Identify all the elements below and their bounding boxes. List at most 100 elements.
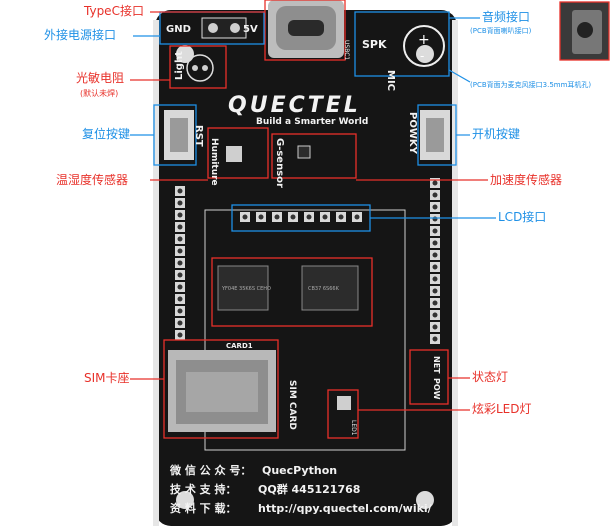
chip2-marking: CB37 6S66K (308, 286, 340, 292)
sim-card-slot (168, 350, 276, 432)
box-audio (354, 11, 450, 77)
chip-u2 (301, 265, 359, 311)
header-pin-hole (432, 324, 438, 330)
reset-button-part (164, 110, 194, 160)
label-reset: 复位按键 (82, 127, 131, 141)
header-pin-hole (177, 272, 183, 278)
brand-slogan: Build a Smarter World (256, 117, 368, 127)
box-status (409, 349, 449, 405)
right-pin-header (430, 178, 440, 344)
chip1-marking: YF04E 35K6S CEHO (221, 286, 271, 292)
footer-value-1: QuecPython (262, 464, 337, 477)
svg-text:+: + (418, 32, 430, 48)
power-button-part (420, 110, 450, 160)
brand-logo: QUECTEL (228, 93, 361, 118)
label-sim: SIM卡座 (84, 371, 130, 385)
label-audio: 音频接口 (482, 10, 531, 24)
label-power: 开机按键 (472, 127, 521, 141)
header-pin-hole (432, 204, 438, 210)
label-audio-note2: (PCB背面为麦克风接口3.5mm耳机孔) (470, 81, 592, 89)
header-pin-hole (258, 214, 264, 220)
label-photoresistor-note: (默认未焊) (80, 89, 119, 98)
header-pin-hole (432, 192, 438, 198)
footer-value-3: http://qpy.quectel.com/wiki/ (258, 502, 433, 515)
header-pin-hole (354, 214, 360, 220)
header-pin-hole (177, 332, 183, 338)
box-accel (271, 133, 357, 179)
header-pin-hole (177, 212, 183, 218)
silk-gnd: GND (166, 24, 191, 35)
silk-net: NET (432, 356, 441, 374)
box-chips (211, 257, 373, 327)
lcd-header-pins (240, 212, 362, 222)
header-pin-hole (432, 264, 438, 270)
header-pin-hole (432, 180, 438, 186)
header-pin-hole (290, 214, 296, 220)
silk-spk: SPK (362, 38, 387, 51)
label-audio-note: (PCB背面喇叭接口) (470, 27, 532, 35)
header-pin-hole (177, 224, 183, 230)
silk-gsensor: G-sensor (274, 138, 285, 188)
header-pin-hole (432, 312, 438, 318)
header-pin-hole (177, 308, 183, 314)
silk-humiture: Humiture (209, 138, 219, 186)
silk-mic: MIC (385, 70, 396, 91)
box-audio-jack (559, 1, 610, 61)
label-status: 状态灯 (472, 370, 509, 384)
label-accel: 加速度传感器 (490, 173, 563, 187)
header-pin-hole (177, 284, 183, 290)
box-sim (163, 339, 279, 439)
header-pin-hole (242, 214, 248, 220)
label-ext-power: 外接电源接口 (44, 28, 117, 42)
left-pin-header (175, 186, 185, 340)
usb-c-connector (268, 0, 344, 58)
audio-jack-photo (560, 2, 609, 60)
chip-u1 (217, 265, 269, 311)
header-pin-hole (322, 214, 328, 220)
header-pin-hole (432, 216, 438, 222)
accel-chip (297, 145, 311, 159)
header-pin-hole (306, 214, 312, 220)
leader-audio-note (448, 69, 471, 83)
rgb-led-part (337, 396, 351, 410)
label-typec: TypeC接口 (84, 4, 144, 18)
svg-text:-: - (420, 49, 424, 63)
header-pin-hole (432, 300, 438, 306)
silk-rst: RST (193, 125, 204, 147)
silk-pow: POW (432, 378, 441, 400)
footer-label-1: 微 信 公 众 号： (169, 463, 251, 477)
header-pin-hole (432, 276, 438, 282)
silk-usbc1: USBC1 (343, 40, 350, 60)
silk-led1: LED1 (350, 420, 357, 436)
mic-circle: + - (403, 25, 445, 67)
header-pin-hole (177, 236, 183, 242)
label-temp-humid: 温湿度传感器 (56, 173, 129, 187)
box-temp-humid (207, 127, 269, 179)
photoresistor-pads (186, 54, 214, 82)
label-photoresistor: 光敏电阻 (76, 71, 125, 85)
silk-powky: POWKY (407, 112, 418, 155)
silk-light: Light (174, 51, 185, 80)
box-rgb-led (327, 389, 359, 439)
header-pin-hole (177, 200, 183, 206)
ext-power-header (201, 17, 247, 39)
silk-card1: CARD1 (226, 342, 253, 350)
header-pin-hole (432, 240, 438, 246)
header-pin-hole (432, 228, 438, 234)
header-pin-hole (432, 252, 438, 258)
header-pin-hole (177, 260, 183, 266)
silk-5v: 5V (243, 24, 258, 35)
header-pin-hole (177, 248, 183, 254)
header-pin-hole (274, 214, 280, 220)
header-pin-hole (432, 288, 438, 294)
header-pin-hole (432, 336, 438, 342)
header-pin-hole (177, 296, 183, 302)
footer-label-2: 技 术 支 持： (170, 482, 237, 496)
label-lcd: LCD接口 (498, 210, 547, 224)
silk-sim-card: SIM CARD (287, 380, 297, 430)
header-pin-hole (338, 214, 344, 220)
box-photoresistor (169, 45, 227, 89)
footer-label-3: 资 料 下 载： (170, 501, 237, 515)
header-pin-hole (177, 188, 183, 194)
